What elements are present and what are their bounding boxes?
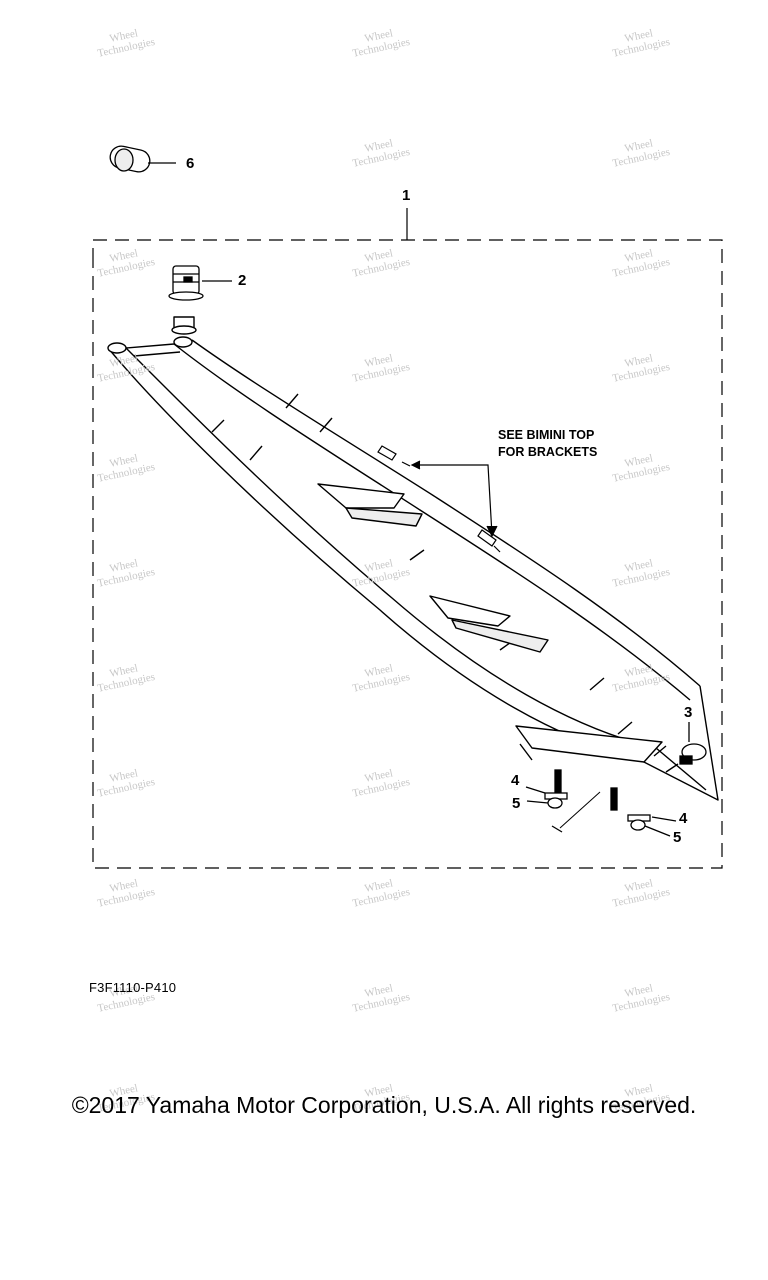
note-line-2: FOR BRACKETS	[498, 445, 598, 459]
note-line-1: SEE BIMINI TOP	[498, 428, 595, 442]
tower-frame	[107, 316, 719, 801]
callout-4: 4	[511, 772, 520, 789]
figure-code: F3F1110-P410	[89, 980, 177, 995]
callout-3: 3	[684, 704, 693, 721]
bimini-bracket-note: SEE BIMINI TOP FOR BRACKETS	[498, 427, 597, 461]
part-6-plug	[109, 145, 176, 173]
part-2-fitting	[168, 265, 232, 301]
callout-4: 4	[679, 810, 688, 827]
callout-5: 5	[673, 829, 682, 846]
callout-1: 1	[402, 187, 411, 204]
callout-5: 5	[512, 795, 521, 812]
part-3-knob	[679, 722, 707, 765]
copyright-notice: ©2017 Yamaha Motor Corporation, U.S.A. A…	[71, 1092, 697, 1118]
note-arrow	[410, 460, 498, 538]
callout-6: 6	[186, 155, 195, 172]
callout-2: 2	[238, 272, 247, 289]
bimini-brackets	[377, 445, 501, 553]
parts-4-5-hardware	[525, 769, 677, 837]
assembly-boundary	[92, 239, 723, 869]
